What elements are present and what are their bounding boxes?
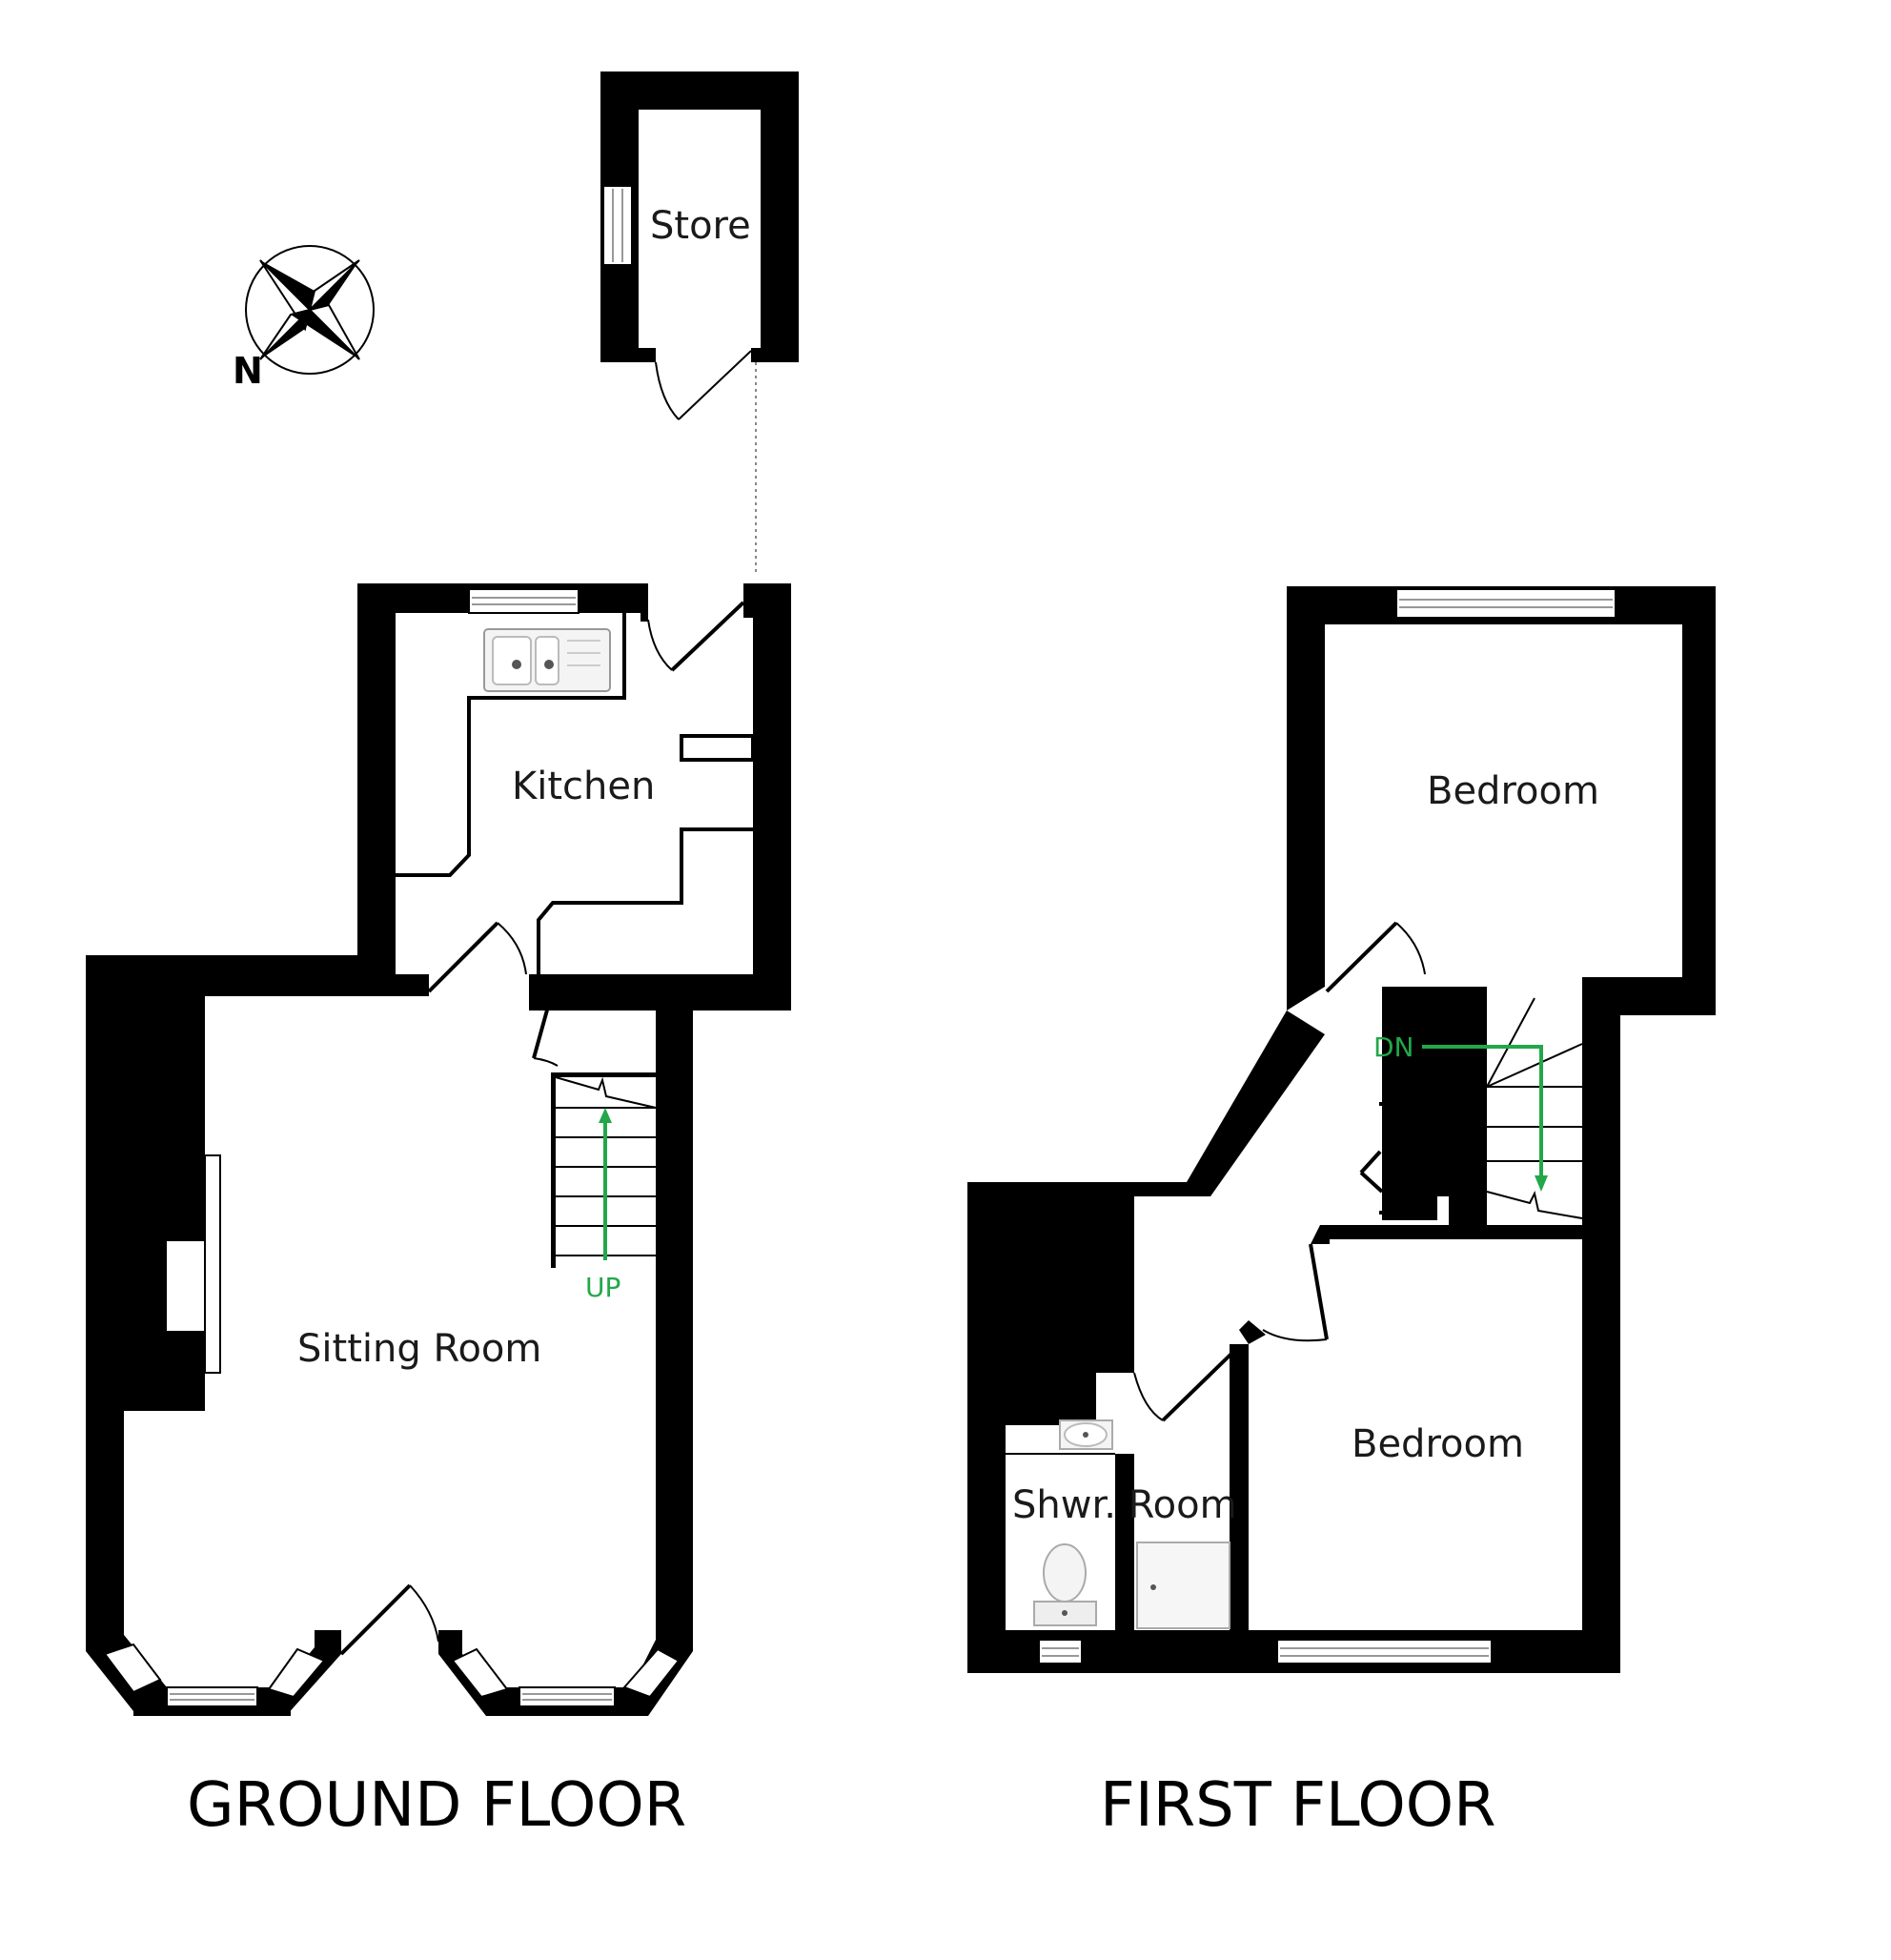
first-floor-title: FIRST FLOOR [1100, 1770, 1496, 1841]
sitting-room-window-1 [166, 1686, 258, 1707]
store-window [602, 185, 633, 266]
shower-tray-icon [1136, 1541, 1230, 1629]
room-label-bedroom-1: Bedroom [1427, 769, 1599, 813]
first-floor-plan: DN Bedroom Bedroom Shwr. Room [967, 586, 1716, 1673]
bedroom-window-1 [1395, 588, 1616, 619]
bedroom-window-2 [1276, 1639, 1493, 1664]
stairs-up-label: UP [585, 1272, 620, 1303]
kitchen-sink-icon [483, 628, 611, 692]
toilet-icon [1033, 1543, 1097, 1626]
room-label-sitting-room: Sitting Room [297, 1327, 541, 1371]
room-label-store: Store [650, 204, 751, 248]
room-label-bedroom-2: Bedroom [1352, 1422, 1524, 1466]
ground-floor-title: GROUND FLOOR [187, 1770, 686, 1841]
ground-floor-plan: UP Kitchen Sitting Room [86, 583, 791, 1716]
kitchen-window [468, 588, 580, 614]
shower-room-window [1038, 1639, 1083, 1664]
room-label-kitchen: Kitchen [512, 765, 655, 808]
compass-north-label: N [233, 350, 263, 392]
basin-icon [1059, 1419, 1113, 1450]
compass-rose-icon: N [233, 245, 375, 392]
stairs-down-label: DN [1373, 1031, 1414, 1063]
sitting-room-window-2 [518, 1686, 616, 1707]
store-outbuilding: Store [600, 71, 799, 572]
room-label-shower-room: Shwr. Room [1012, 1483, 1237, 1527]
